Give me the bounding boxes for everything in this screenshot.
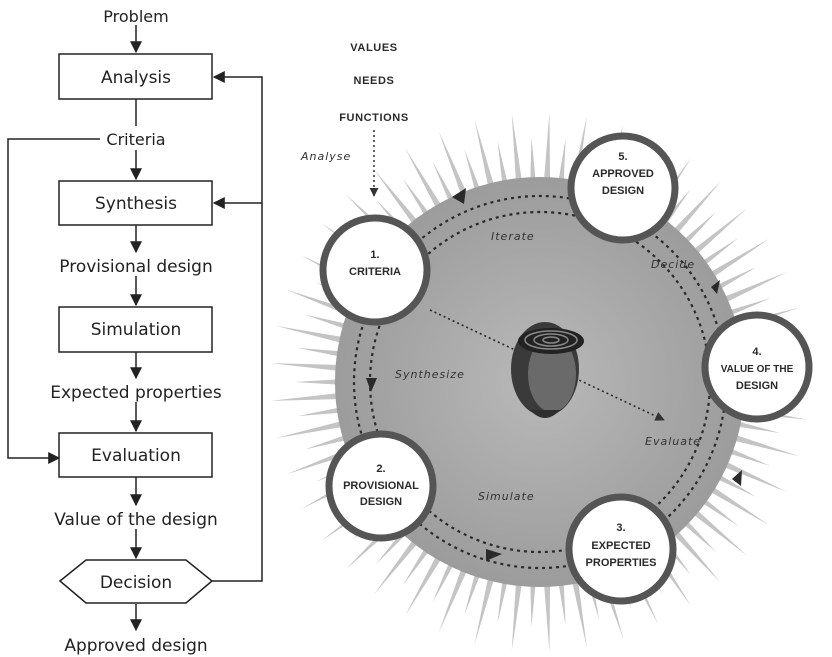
svg-text:1.: 1. (370, 249, 379, 261)
svg-text:4.: 4. (752, 346, 761, 358)
evaluation-box (58, 432, 213, 478)
svg-text:DESIGN: DESIGN (360, 496, 402, 508)
label-synthesize: Synthesize (395, 368, 465, 381)
svg-text:DESIGN: DESIGN (736, 380, 778, 392)
svg-text:5.: 5. (618, 151, 627, 163)
wheel-nodes: 1. CRITERIA 2. PROVISIONAL DESIGN 3. EXP… (319, 132, 813, 605)
label-approved-design: Approved design (64, 636, 207, 656)
wheel-inputs: VALUES NEEDS FUNCTIONS Analyse (300, 42, 409, 197)
svg-text:PROPERTIES: PROPERTIES (586, 557, 657, 569)
label-simulate: Simulate (478, 490, 535, 503)
label-synthesis: Synthesis (95, 194, 177, 214)
flowchart (7, 25, 263, 632)
label-evaluation: Evaluation (91, 446, 181, 466)
input-functions: FUNCTIONS (339, 112, 409, 124)
node-criteria: 1. CRITERIA (319, 214, 431, 326)
node-provisional-design: 2. PROVISIONAL DESIGN (325, 430, 437, 542)
node-expected-properties: 3. EXPECTED PROPERTIES (565, 493, 677, 605)
svg-text:EXPECTED: EXPECTED (591, 540, 650, 552)
label-analyse: Analyse (300, 150, 351, 163)
synthesis-box (58, 180, 213, 226)
label-analysis: Analysis (101, 68, 171, 88)
flowchart-labels: Problem Analysis Criteria Synthesis Prov… (50, 7, 222, 656)
svg-text:2.: 2. (376, 463, 385, 475)
svg-text:APPROVED: APPROVED (592, 168, 654, 180)
step-labels: Iterate Decide Synthesize Evaluate Simul… (395, 230, 701, 503)
svg-text:CRITERIA: CRITERIA (349, 266, 401, 278)
label-provisional-design: Provisional design (59, 257, 212, 277)
label-problem: Problem (103, 7, 168, 26)
svg-text:PROVISIONAL: PROVISIONAL (343, 480, 419, 492)
label-value-of-design: Value of the design (54, 510, 218, 530)
flowchart-boxes (58, 53, 214, 604)
label-iterate: Iterate (491, 230, 535, 243)
criteria-to-evaluate-arrow (429, 309, 665, 421)
svg-text:3.: 3. (616, 522, 625, 534)
label-decision: Decision (100, 573, 172, 593)
label-criteria: Criteria (106, 130, 165, 149)
input-needs: NEEDS (354, 75, 395, 87)
cycle-arrows (366, 188, 742, 561)
node-value-of-design: 4. VALUE OF THE DESIGN (701, 311, 813, 423)
analysis-box (58, 53, 213, 100)
label-decide: Decide (651, 258, 695, 271)
label-simulation: Simulation (91, 320, 182, 340)
head-icon (511, 322, 584, 418)
decision-hexagon (58, 559, 214, 604)
input-values: VALUES (350, 42, 397, 54)
label-evaluate: Evaluate (645, 435, 701, 448)
svg-text:VALUE OF THE: VALUE OF THE (721, 364, 794, 375)
simulation-box (58, 306, 213, 353)
svg-text:DESIGN: DESIGN (602, 185, 644, 197)
label-expected-properties: Expected properties (50, 383, 222, 403)
node-approved-design: 5. APPROVED DESIGN (567, 132, 679, 244)
